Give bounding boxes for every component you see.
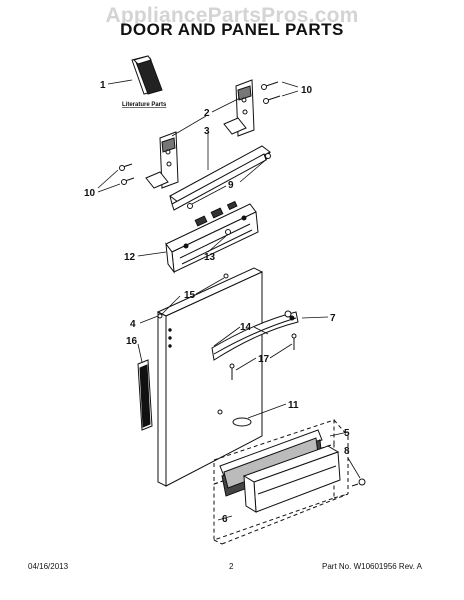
screw-4: [157, 313, 163, 319]
screws-left: [119, 163, 135, 185]
callout-5: 5: [344, 428, 350, 439]
watermark: AppliancePartsPros.com: [105, 4, 359, 27]
callout-10-upper: 10: [301, 85, 313, 96]
footer-date: 04/16/2013: [28, 562, 69, 571]
literature-booklet: [131, 55, 163, 95]
screw-13: [225, 229, 231, 235]
callout-10-lower: 10: [84, 188, 96, 199]
callout-14: 14: [240, 322, 252, 333]
callout-17: 17: [258, 354, 270, 365]
callout-6: 6: [222, 514, 228, 525]
hinge-bracket-right: [223, 79, 255, 137]
door-gasket: [137, 359, 153, 431]
callout-15: 15: [184, 290, 196, 301]
handle-screws: [229, 333, 297, 380]
screws-upper: [261, 81, 281, 104]
screw-rail-right: [265, 153, 271, 159]
control-bracket: [165, 200, 259, 274]
callout-9: 9: [228, 180, 234, 191]
callout-4: 4: [130, 319, 136, 330]
footer-part-number: Part No. W10601956 Rev. A: [322, 562, 422, 571]
callout-3: 3: [204, 126, 210, 137]
callout-12: 12: [124, 252, 136, 263]
door-badge: [232, 417, 252, 427]
door-channel-rail: [169, 145, 271, 211]
callout-8: 8: [344, 446, 350, 457]
lower-panel: [242, 445, 341, 513]
screw-15: [223, 273, 229, 279]
screw-rail-left: [187, 203, 193, 209]
callout-11: 11: [288, 400, 299, 411]
callout-7: 7: [330, 313, 336, 324]
page-title: DOOR AND PANEL PARTS: [120, 20, 344, 39]
callout-13: 13: [204, 252, 216, 263]
callout-2: 2: [204, 108, 210, 119]
screw-8: [358, 478, 366, 486]
callout-1: 1: [100, 80, 106, 91]
callout-16: 16: [126, 336, 138, 347]
leader-lines: [97, 79, 361, 521]
hinge-bracket-left: [145, 131, 179, 189]
door-panel: [156, 267, 264, 487]
literature-label: Literature Parts: [122, 102, 167, 108]
footer-page-number: 2: [229, 562, 234, 571]
door-handle: [211, 310, 299, 361]
